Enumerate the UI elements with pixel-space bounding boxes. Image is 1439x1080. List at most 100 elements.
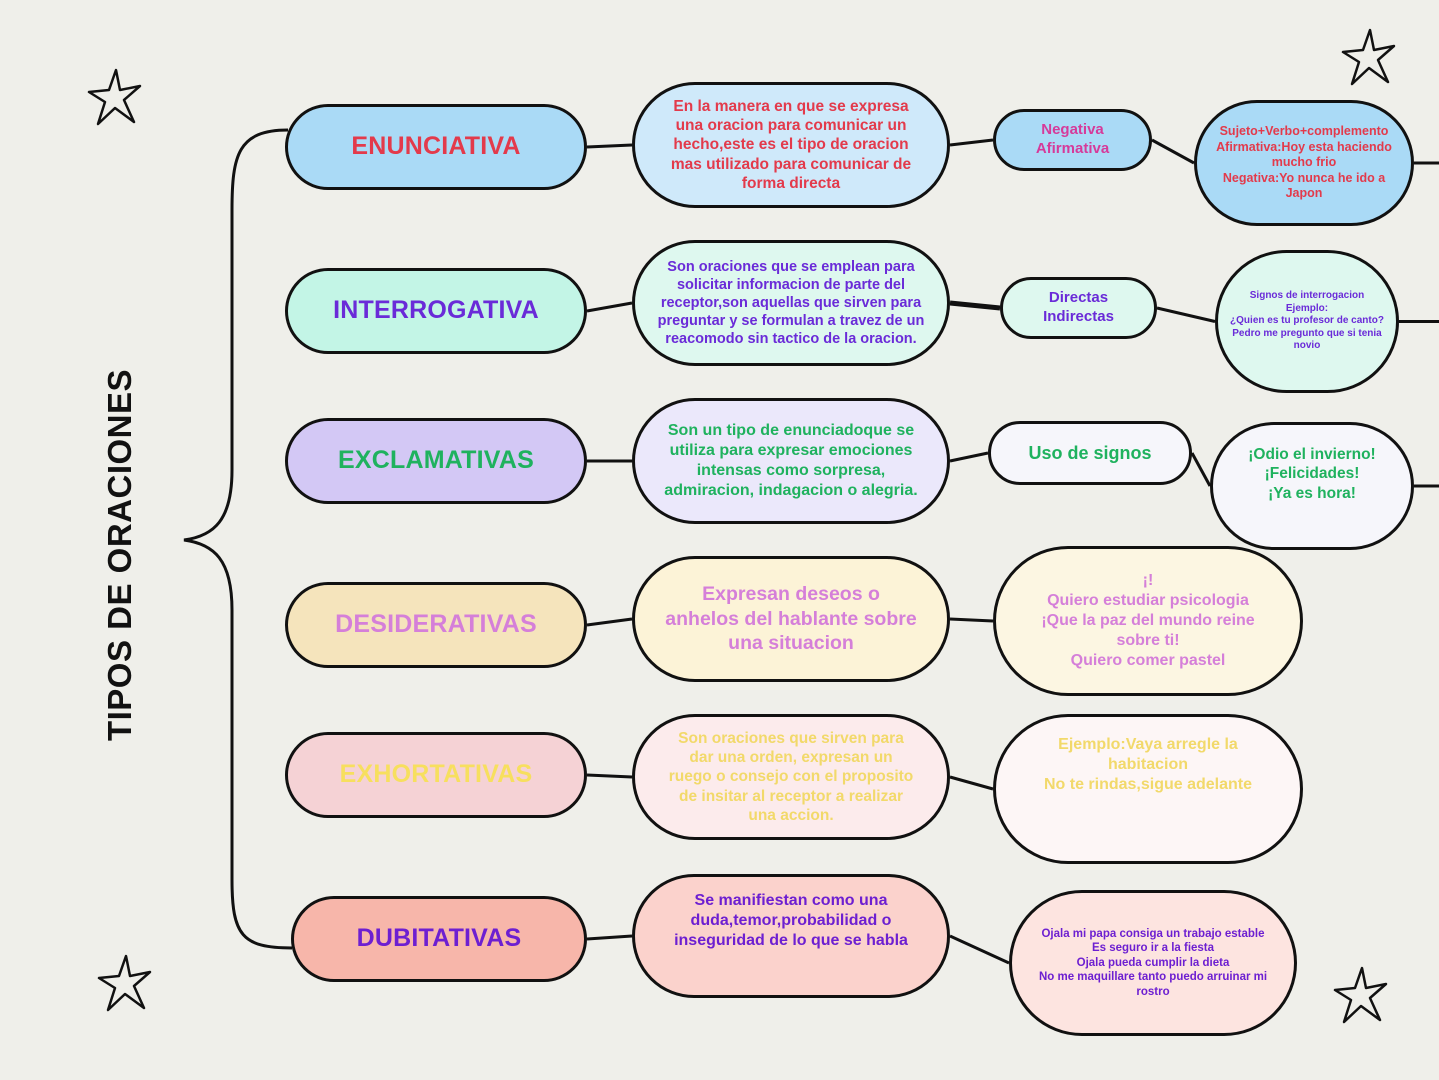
category-label: EXHORTATIVAS [339, 760, 533, 789]
node-text-line: Sujeto+Verbo+complemento [1219, 123, 1389, 138]
node-text-line: ruego o consejo con el proposito [668, 768, 914, 786]
star-icon [1341, 28, 1396, 86]
category-node-interrogativa: INTERROGATIVA [285, 268, 587, 354]
node-text-line: Quiero estudiar psicologia [1047, 592, 1249, 609]
connector-line [586, 143, 633, 149]
node-text-line: Uso de signos [1028, 442, 1152, 463]
node-text-line: Directas [1048, 289, 1109, 307]
node-text-line: Es seguro ir a la fiesta [1091, 942, 1215, 955]
description-node-exclamativas: Son un tipo de enunciadoque se utiliza pa… [632, 398, 950, 524]
node-text-line: En la manera en que se expresa [673, 97, 909, 115]
node-text-line: anhelos del hablante sobre [665, 607, 917, 630]
node-text-line: Japon [1285, 186, 1323, 201]
category-node-desiderativas: DESIDERATIVAS [285, 582, 587, 668]
node-text-line: mucho frio [1271, 155, 1337, 170]
node-text-line: No me maquillare tanto puedo arruinar mi [1038, 971, 1268, 984]
node-text-line: Son un tipo de enunciadoque se [667, 422, 915, 439]
connector-line [586, 934, 633, 941]
node-text-line: de insitar al receptor a realizar [679, 787, 903, 805]
category-node-dubitativas: DUBITATIVAS [291, 896, 587, 982]
node-text-line: Indirectas [1043, 308, 1114, 325]
node-text-line: ¡Ya es hora! [1268, 484, 1356, 502]
node-text-line: Negativa [1041, 121, 1104, 139]
connector-line [949, 300, 1001, 311]
connector-line [1190, 452, 1212, 487]
node-text-line: Signos de interrogacion [1249, 290, 1365, 302]
node-text-line: No te rindas,sigue adelante [1043, 776, 1253, 793]
connector-line [949, 934, 1010, 965]
node-text-line: rostro [1136, 985, 1170, 998]
node-text-line: ¡Odio el invierno! [1248, 446, 1376, 463]
node-text-line: novio [1293, 340, 1321, 352]
node-text-line: intensas como sorpresa, [696, 462, 886, 479]
connector-line [1156, 306, 1216, 323]
star-icon [1333, 966, 1388, 1024]
category-node-exhortativas: EXHORTATIVAS [285, 732, 587, 818]
node-text-line: sobre ti! [1116, 632, 1180, 649]
category-label: EXCLAMATIVAS [338, 446, 534, 475]
category-label: DESIDERATIVAS [335, 610, 537, 639]
node-text-line: Ejemplo: [1285, 302, 1329, 314]
node-text-line: Ejemplo:Vaya arregle la [1058, 736, 1238, 753]
node-text-line: Son oraciones que se emplean para [667, 258, 915, 275]
subtype-node-exclamativas: Uso de signos [988, 421, 1192, 485]
node-text-line: Ojala mi papa consiga un trabajo estable [1041, 928, 1265, 941]
example-node-dubitativas: Ojala mi papa consiga un trabajo estable… [1009, 890, 1297, 1036]
node-text-line: utiliza para expresar emociones [669, 442, 913, 459]
description-node-dubitativas: Se manifiestan como una duda,temor,probab… [632, 874, 950, 998]
node-text-line: hecho,este es el tipo de oracion [673, 136, 909, 154]
node-text-line: reacomodo sin tactico de la oracion. [665, 331, 917, 348]
node-text-line: receptor,son aquellas que sirven para [660, 294, 922, 311]
connector-line [586, 617, 633, 627]
category-label: INTERROGATIVA [333, 296, 539, 325]
category-label: DUBITATIVAS [356, 924, 522, 953]
node-text-line: ¡Felicidades! [1264, 465, 1360, 483]
node-text-line: Expresan deseos o [702, 583, 880, 606]
node-text-line: habitacion [1107, 756, 1188, 773]
node-text-line: Se manifiestan como una [694, 892, 888, 909]
left-brace [183, 128, 293, 950]
example-node-desiderativas: ¡! Quiero estudiar psicologia ¡Que la paz … [993, 546, 1303, 696]
node-text-line: Quiero comer pastel [1070, 652, 1226, 669]
node-text-line: Pedro me pregunto que si tenia [1232, 327, 1382, 339]
node-text-line: ¡! [1142, 572, 1154, 589]
node-text-line: preguntar y se formulan a travez de un [657, 313, 925, 330]
connector-line [586, 301, 633, 313]
node-text-line: inseguridad de lo que se habla [674, 932, 908, 949]
example-node-exhortativas: Ejemplo:Vaya arregle la habitacion No te r… [993, 714, 1303, 864]
node-text-line: mas utilizado para comunicar de [670, 155, 912, 173]
node-text-line: una situacion [728, 632, 854, 655]
connector-line [949, 775, 994, 791]
node-text-line: forma directa [741, 175, 841, 193]
node-text-line: ¡Que la paz del mundo reine [1041, 612, 1255, 629]
example-node-exclamativas: ¡Odio el invierno! ¡Felicidades!¡Ya es ho… [1210, 422, 1414, 550]
node-text-line: ¿Quien es tu profesor de canto? [1230, 315, 1384, 327]
category-node-exclamativas: EXCLAMATIVAS [285, 418, 587, 504]
node-text-line: Son oraciones que sirven para [678, 729, 904, 747]
node-text-line: Afirmativa:Hoy esta haciendo [1216, 139, 1392, 154]
page-title: TIPOS DE ORACIONES [101, 368, 138, 742]
node-text-line: una oracion para comunicar un [675, 116, 907, 134]
node-text-line: solicitar informacion de parte del [676, 276, 906, 293]
node-text-line: Negativa:Yo nunca he ido a [1222, 170, 1386, 185]
connector-line [1151, 138, 1195, 165]
node-text-line: una accion. [748, 807, 834, 825]
node-text-line: Ojala pueda cumplir la dieta [1076, 956, 1230, 969]
category-label: ENUNCIATIVA [351, 132, 521, 161]
star-icon [87, 68, 142, 126]
node-text-line: duda,temor,probabilidad o [690, 912, 892, 929]
connector-line [949, 451, 989, 463]
connector-line [949, 138, 994, 147]
node-text-line: Afirmativa [1035, 140, 1110, 157]
node-text-line: admiracion, indagacion o alegria. [664, 482, 918, 499]
connector-line [586, 773, 633, 779]
